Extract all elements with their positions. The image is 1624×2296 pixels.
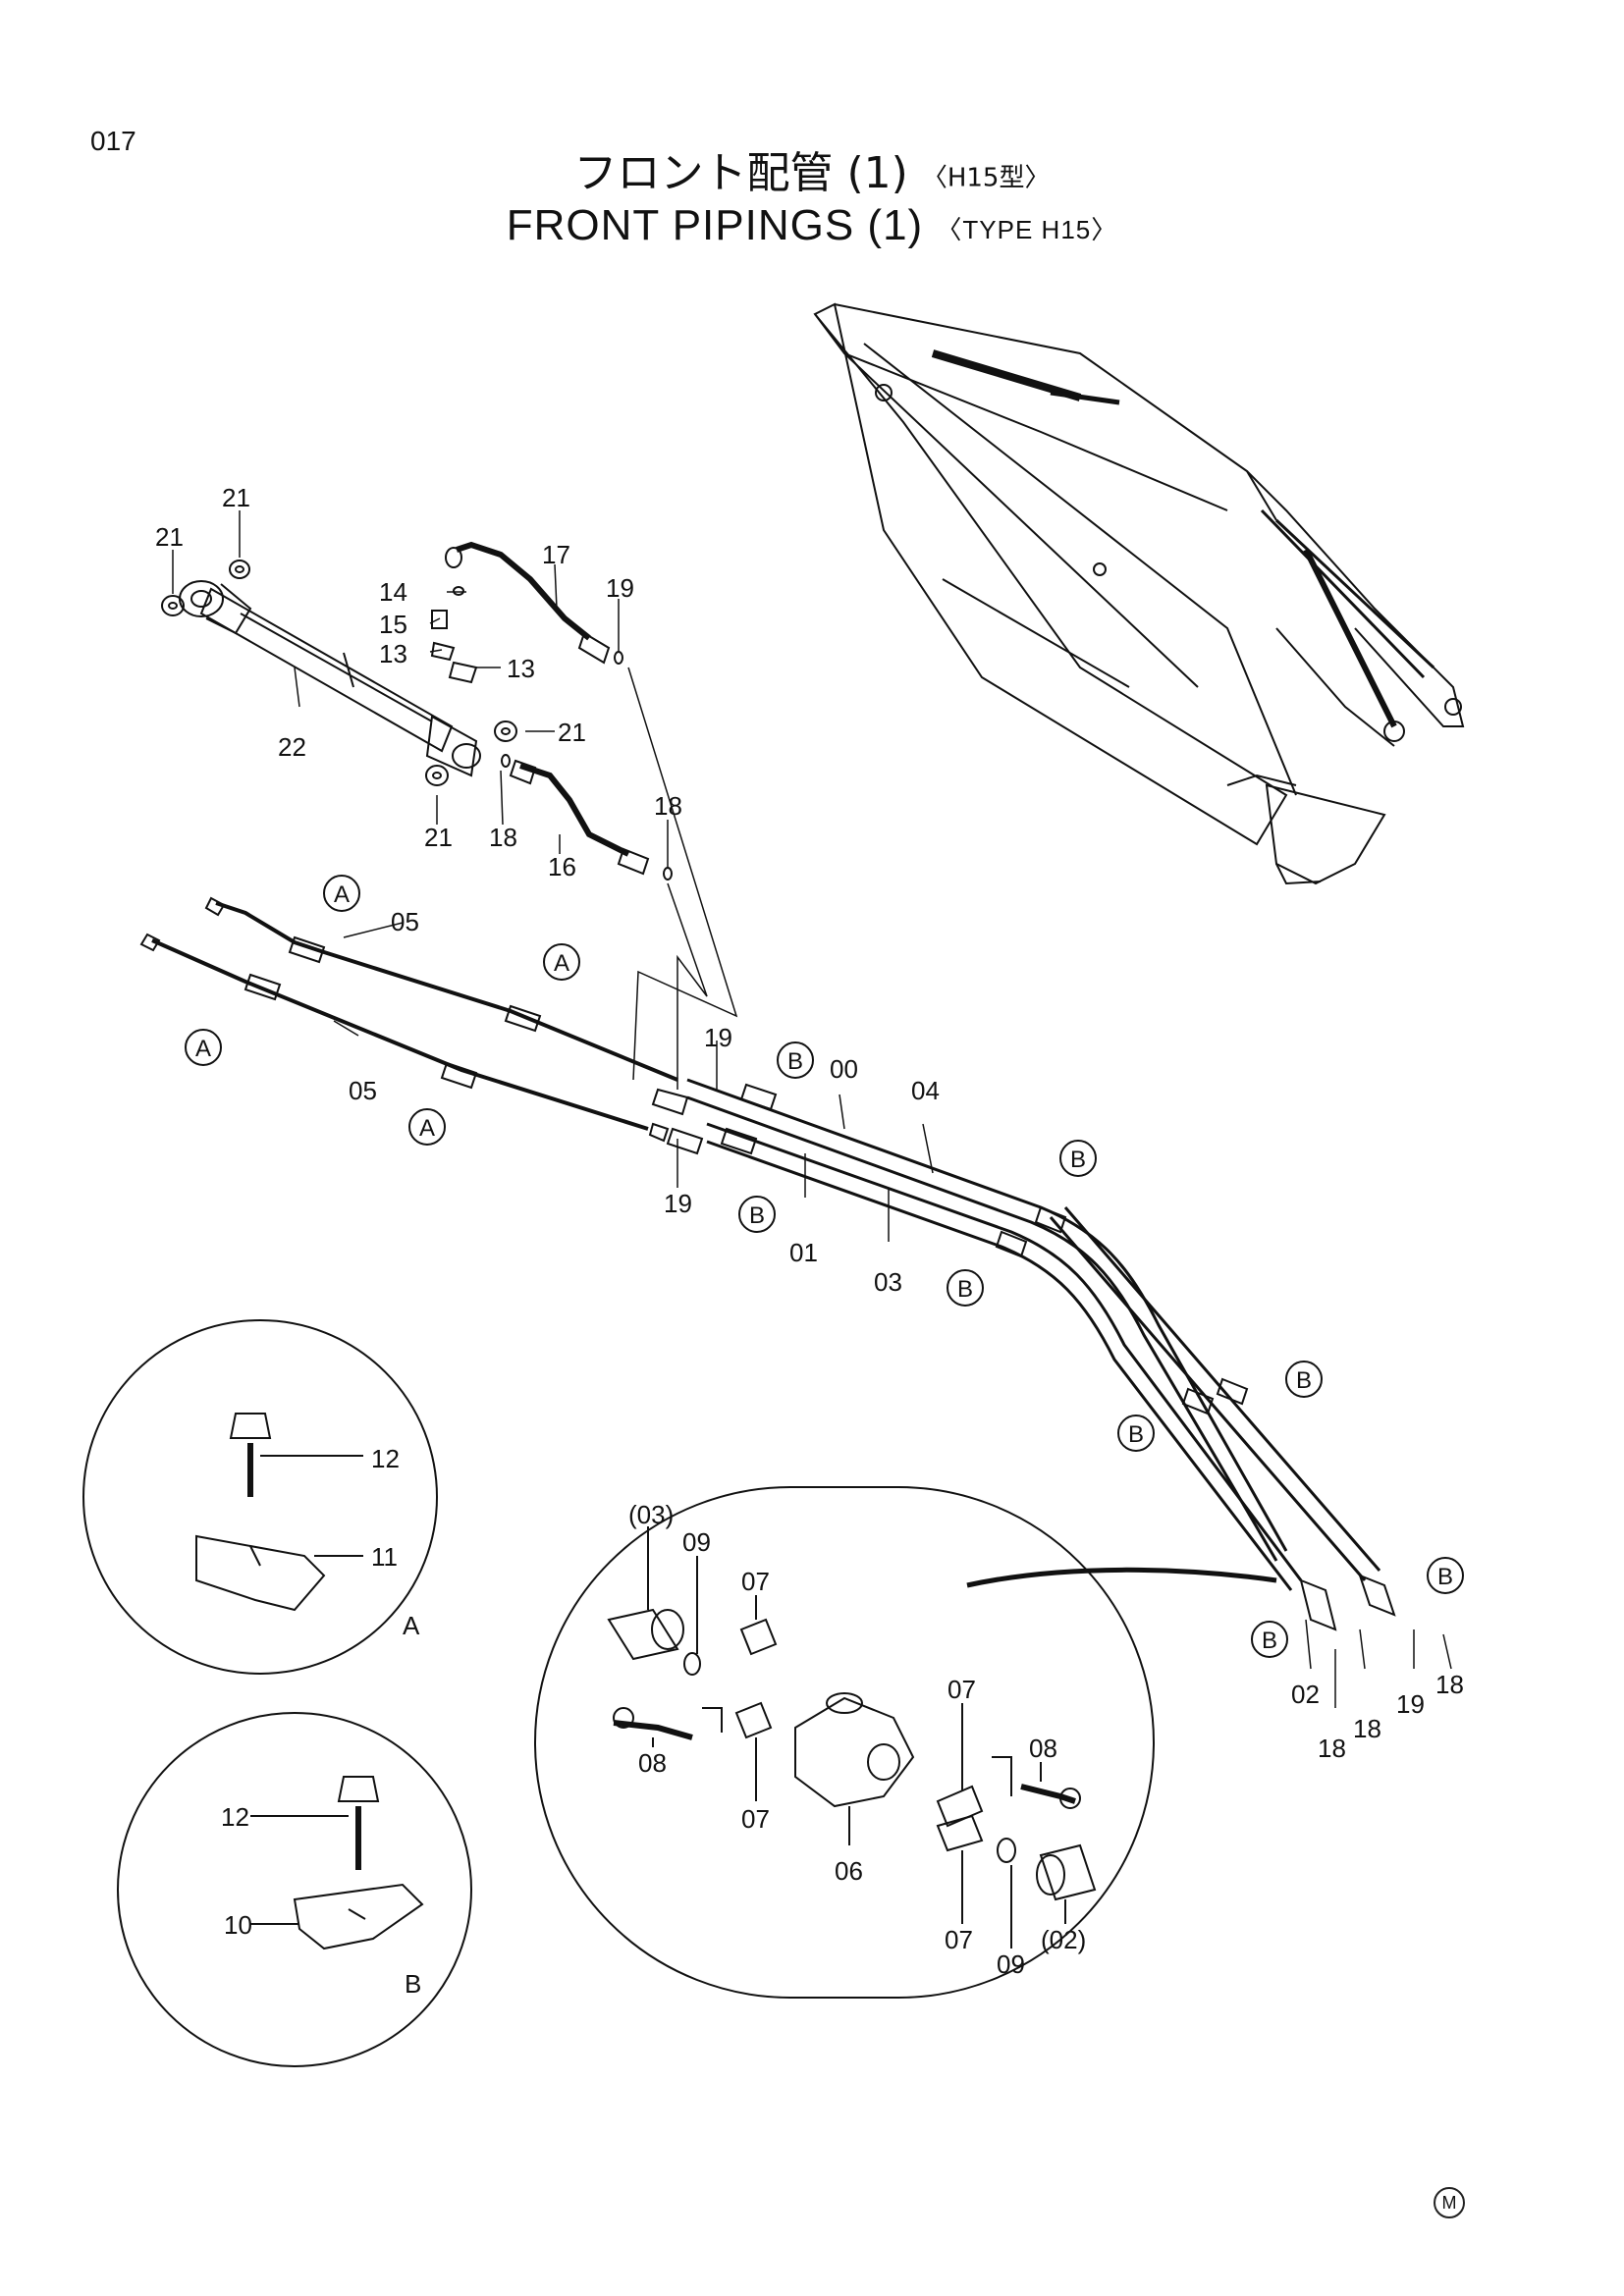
callout-07d: 07 xyxy=(945,1925,973,1954)
pipe-17 xyxy=(445,541,611,665)
ref-b-6: B xyxy=(1117,1415,1155,1452)
callout-17: 17 xyxy=(542,540,570,569)
callout-08a: 08 xyxy=(638,1748,667,1778)
leader-lines xyxy=(172,510,1452,1708)
pipe-16 xyxy=(509,759,650,876)
ref-b-4: B xyxy=(947,1269,984,1307)
fitting-detail-capsule xyxy=(534,1486,1277,1999)
washers-21 xyxy=(161,560,517,786)
callout-07b: 07 xyxy=(741,1804,770,1834)
callout-02-paren: (02) xyxy=(1041,1925,1086,1954)
callout-14: 14 xyxy=(379,577,407,607)
detail-a-view xyxy=(82,1319,438,1675)
title-jp-type: 〈H15型〉 xyxy=(921,163,1051,193)
detail-b-view xyxy=(117,1712,472,2067)
callout-07c: 07 xyxy=(947,1675,976,1704)
ref-a-2: A xyxy=(543,943,580,981)
callout-18b: 18 xyxy=(654,791,682,821)
callout-07a: 07 xyxy=(741,1567,770,1596)
callout-18e: 18 xyxy=(1435,1670,1464,1699)
callout-21b: 21 xyxy=(155,522,184,552)
svg-text:B: B xyxy=(787,1048,803,1075)
detail-label-a: A xyxy=(403,1611,420,1640)
callout-12b: 12 xyxy=(221,1802,249,1832)
callout-18d: 18 xyxy=(1353,1714,1381,1743)
callout-00: 00 xyxy=(830,1054,858,1084)
ref-a-1: A xyxy=(323,875,360,912)
callout-09b: 09 xyxy=(997,1949,1025,1979)
callout-08b: 08 xyxy=(1029,1734,1057,1763)
svg-text:A: A xyxy=(419,1115,435,1142)
ref-b-1: B xyxy=(777,1041,814,1079)
svg-text:A: A xyxy=(334,881,350,908)
callout-03: 03 xyxy=(874,1267,902,1297)
svg-text:B: B xyxy=(1262,1628,1277,1654)
callout-13a: 13 xyxy=(379,639,407,668)
svg-text:B: B xyxy=(957,1276,973,1303)
manufacturer-mark: M xyxy=(1434,2187,1465,2218)
svg-text:A: A xyxy=(195,1036,211,1062)
callout-01: 01 xyxy=(789,1238,818,1267)
main-pipe-bundle xyxy=(651,1078,1396,1631)
callout-13b: 13 xyxy=(507,654,535,683)
svg-text:B: B xyxy=(1070,1147,1086,1173)
callout-11: 11 xyxy=(371,1542,398,1572)
title-en-type: 〈TYPE H15〉 xyxy=(936,214,1118,244)
title-japanese: フロント配管 (1) 〈H15型〉 xyxy=(0,137,1624,200)
callout-21a: 21 xyxy=(222,483,250,512)
svg-text:A: A xyxy=(554,950,569,977)
callout-12a: 12 xyxy=(371,1444,400,1473)
callout-15: 15 xyxy=(379,610,407,639)
ref-b-7: B xyxy=(1427,1557,1464,1594)
callout-06: 06 xyxy=(835,1856,863,1886)
svg-text:B: B xyxy=(1296,1367,1312,1394)
callout-03-paren: (03) xyxy=(628,1500,674,1529)
circled-reference-marks: A A A A B B B B B B B B xyxy=(185,875,1464,1658)
connection-lines xyxy=(627,667,738,1090)
page-number: 017 xyxy=(90,126,136,156)
callout-02: 02 xyxy=(1291,1680,1320,1709)
detail-label-b: B xyxy=(405,1969,421,1999)
callout-05b: 05 xyxy=(349,1076,377,1105)
callout-04: 04 xyxy=(911,1076,940,1105)
callout-19b: 19 xyxy=(704,1023,732,1052)
callout-09a: 09 xyxy=(682,1527,711,1557)
ref-a-3: A xyxy=(185,1029,222,1066)
callout-19a: 19 xyxy=(606,573,634,603)
pipes-05 xyxy=(139,896,678,1143)
svg-text:B: B xyxy=(1437,1564,1453,1590)
svg-text:B: B xyxy=(749,1202,765,1229)
hydraulic-cylinder-22 xyxy=(179,580,481,777)
ref-b-5: B xyxy=(1285,1361,1323,1398)
callout-21d: 21 xyxy=(424,823,453,852)
callout-19c: 19 xyxy=(664,1189,692,1218)
clamp-parts-13-15 xyxy=(430,586,478,684)
title-en-text: FRONT PIPINGS (1) xyxy=(506,201,924,249)
excavator-front-overview xyxy=(813,302,1465,885)
callout-18c: 18 xyxy=(1318,1734,1346,1763)
ref-a-4: A xyxy=(408,1108,446,1146)
callout-10: 10 xyxy=(224,1910,252,1940)
callout-05a: 05 xyxy=(391,907,419,936)
callout-22: 22 xyxy=(278,732,306,762)
ref-b-8: B xyxy=(1251,1621,1288,1658)
callout-19d: 19 xyxy=(1396,1689,1425,1719)
title-jp-text: フロント配管 (1) xyxy=(573,148,908,198)
callout-16: 16 xyxy=(548,852,576,881)
callout-numbers: 21 21 17 14 15 13 13 19 22 21 21 18 16 1… xyxy=(155,483,1464,1999)
title-english: FRONT PIPINGS (1) 〈TYPE H15〉 xyxy=(0,201,1624,250)
callout-21c: 21 xyxy=(558,718,586,747)
ref-b-2: B xyxy=(1059,1140,1097,1177)
ref-b-3: B xyxy=(738,1196,776,1233)
callout-18a: 18 xyxy=(489,823,517,852)
svg-text:B: B xyxy=(1128,1421,1144,1448)
